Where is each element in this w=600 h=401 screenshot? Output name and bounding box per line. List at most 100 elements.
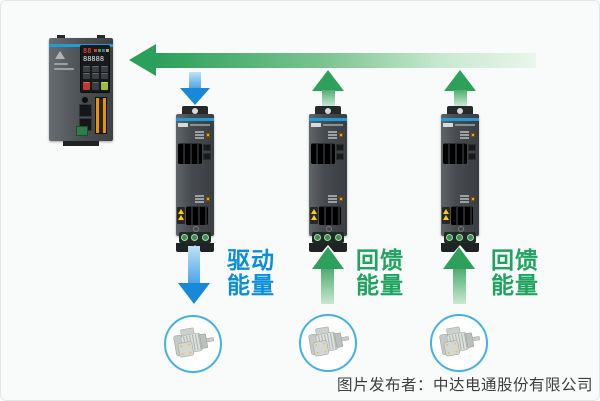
terminal-screw-icon [202, 234, 210, 241]
connector-block [203, 144, 211, 151]
feedback-up-arrow-top-2-head-icon [312, 70, 344, 91]
publisher-caption: 图片发布者：中达电通股份有限公司 [336, 377, 593, 394]
module-mount-hole [192, 108, 198, 114]
motor-1 [164, 315, 222, 373]
connector-block [468, 144, 476, 151]
terminal-screw-icon [180, 234, 188, 241]
dc-bus-connector [178, 143, 202, 164]
bus-return-arrow-shaft [155, 53, 536, 68]
indicator-labels [328, 131, 337, 140]
connector-block [336, 144, 344, 151]
drive-energy-line1: 驱动 [227, 247, 275, 273]
status-led-orange [339, 133, 343, 137]
status-led-red [94, 49, 97, 52]
drive-spec-label-bar [54, 68, 74, 70]
drive-energy-arrow-shaft [188, 246, 200, 284]
module-blue-stripe [309, 118, 347, 121]
keypad-button[interactable] [101, 66, 108, 72]
ground-terminal [312, 232, 344, 243]
power-connector [451, 206, 473, 225]
screw-icon [458, 226, 464, 232]
run-button[interactable] [101, 82, 108, 90]
feedback-energy-arrow-3-shaft [453, 269, 466, 304]
keypad-button[interactable] [92, 73, 99, 79]
feedback-energy-line2: 能量 [491, 272, 539, 298]
warning-triangle-icon [443, 215, 449, 220]
terminal-screw-icon [324, 234, 332, 241]
drive-down-arrow-top-shaft [189, 72, 201, 89]
keypad-button[interactable] [83, 73, 90, 79]
module-model-chip [443, 123, 453, 127]
seven-segment-display: 88888 [83, 55, 105, 63]
feedback-energy-arrow-3-head-icon [443, 247, 475, 269]
module-mount-hole [457, 108, 463, 114]
module-spec-bar [190, 124, 210, 126]
status-led-orange [471, 133, 475, 137]
ground-terminal [444, 232, 476, 243]
screw-icon [193, 226, 199, 232]
warning-triangle-icon [178, 208, 184, 214]
dc-bus-connector [443, 143, 467, 164]
drive-down-arrow-top-head-icon [180, 88, 210, 105]
terminal-screw-icon [335, 234, 343, 241]
regen-module-2 [309, 106, 347, 252]
connector-block [336, 153, 344, 160]
warning-label [177, 207, 185, 224]
terminal-screw-icon [313, 234, 321, 241]
warning-label [310, 207, 318, 224]
warning-triangle-icon [311, 215, 317, 220]
feedback-energy-line1: 回馈 [491, 247, 539, 273]
warning-triangle-icon [178, 215, 184, 220]
warning-triangle-icon [443, 208, 449, 214]
module-spec-bar [455, 124, 475, 126]
drive-bottom-foot [63, 141, 99, 146]
keypad-button[interactable] [101, 73, 108, 79]
round-connector-icon [81, 96, 89, 104]
main-servo-drive: 88 88888 [49, 35, 113, 146]
feedback-energy-line2: 能量 [356, 272, 404, 298]
status-led-yellow [106, 49, 109, 52]
warning-triangle-icon [311, 208, 317, 214]
feedback-up-arrow-top-3-shaft [454, 90, 467, 106]
bus-return-arrow-left-head-icon [129, 44, 156, 76]
power-connector [186, 206, 208, 225]
status-led-blue [102, 49, 105, 52]
feedback-energy-arrow-2-shaft [321, 269, 334, 304]
status-led-orange [471, 197, 475, 201]
regen-module-1 [176, 106, 214, 252]
module-spec-bar [323, 124, 343, 126]
dc-bus-connector [311, 143, 335, 164]
feedback-up-arrow-top-3-head-icon [444, 70, 476, 91]
module-body [309, 114, 347, 252]
terminal-screw-icon [191, 234, 199, 241]
mode-button[interactable] [92, 82, 99, 90]
status-led-green [98, 49, 101, 52]
drive-energy-arrow-head-icon [178, 283, 210, 304]
motor-icon [439, 326, 481, 357]
indicator-labels [460, 195, 469, 204]
feedback-energy-label-2: 回馈 能量 [486, 248, 544, 298]
feedback-energy-label-1: 回馈 能量 [351, 248, 409, 298]
warning-label [442, 207, 450, 224]
terminal-screw-icon [456, 234, 464, 241]
keypad-button[interactable] [92, 66, 99, 72]
motor-icon [173, 327, 215, 358]
indicator-labels [328, 195, 337, 204]
indicator-labels [195, 195, 204, 204]
motor-2 [299, 314, 357, 372]
module-model-chip [178, 123, 188, 127]
drive-energy-label: 驱动 能量 [222, 248, 280, 298]
regen-module-3 [441, 106, 479, 252]
stop-button[interactable] [83, 82, 90, 90]
feedback-up-arrow-top-2-shaft [322, 90, 335, 106]
io-terminal-connector [95, 97, 107, 134]
feedback-energy-line1: 回馈 [356, 247, 404, 273]
module-blue-stripe [441, 118, 479, 121]
indicator-labels [460, 131, 469, 140]
seven-segment-status: 88 [83, 47, 92, 55]
feedback-energy-arrow-2-head-icon [312, 247, 344, 269]
module-body [441, 114, 479, 252]
screw-icon [326, 226, 332, 232]
keypad-button[interactable] [83, 66, 90, 72]
